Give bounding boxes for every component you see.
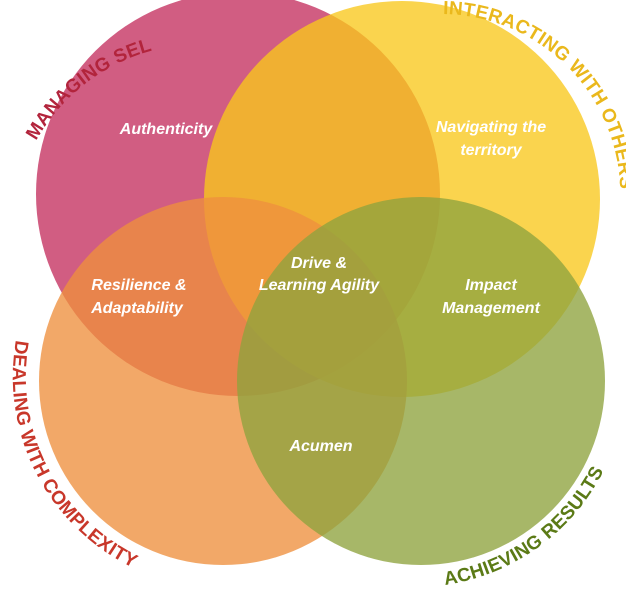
acumen-label: Acumen <box>288 438 352 455</box>
impact-management-label-line2: Management <box>442 300 540 317</box>
achieving-results-circle <box>237 197 605 565</box>
navigating-territory-label: Navigating the <box>436 119 546 136</box>
drive-learning-agility-label-line2: Learning Agility <box>259 277 380 294</box>
resilience-adaptability-label: Resilience & <box>91 277 186 294</box>
drive-learning-agility-label: Drive & <box>291 255 347 272</box>
navigating-territory-label-line2: territory <box>460 142 522 159</box>
resilience-adaptability-label-line2: Adaptability <box>90 300 184 317</box>
impact-management-label: Impact <box>465 277 517 294</box>
authenticity-label: Authenticity <box>119 121 214 138</box>
